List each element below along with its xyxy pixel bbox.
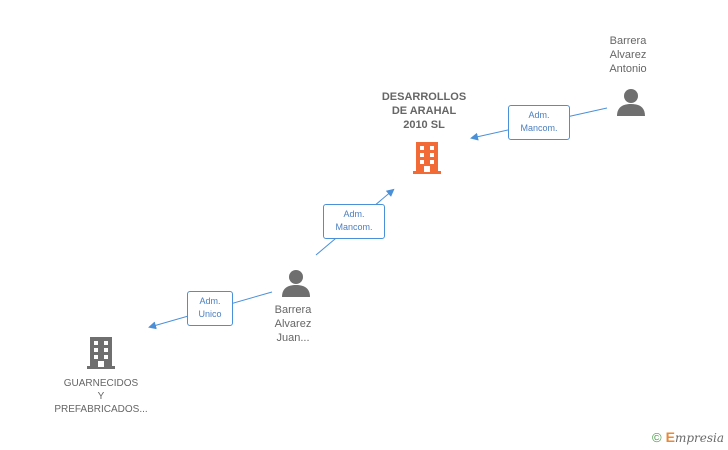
relation-type: Mancom. bbox=[520, 123, 558, 133]
person-antonio-label[interactable]: Barrera Alvarez Antonio bbox=[588, 34, 668, 76]
relation-role: Adm. bbox=[343, 209, 365, 219]
person-juan-line-1: Barrera bbox=[274, 304, 312, 316]
main-company-line-1: DESARROLLOS bbox=[381, 91, 467, 103]
person-antonio-line-3: Antonio bbox=[609, 63, 647, 75]
person-juan-label[interactable]: Barrera Alvarez Juan... bbox=[253, 303, 333, 345]
building-icon[interactable] bbox=[411, 140, 443, 176]
main-company-label[interactable]: DESARROLLOS DE ARAHAL 2010 SL bbox=[364, 90, 484, 132]
person-antonio-line-1: Barrera bbox=[609, 35, 647, 47]
relation-role: Adm. bbox=[199, 296, 221, 306]
relation-badge-juan-main[interactable]: Adm. Mancom. bbox=[323, 204, 385, 239]
person-juan-line-2: Alvarez bbox=[274, 318, 312, 330]
copyright-symbol: © bbox=[652, 430, 662, 445]
relation-role: Adm. bbox=[528, 110, 550, 120]
relation-type: Mancom. bbox=[335, 222, 373, 232]
main-company-line-3: 2010 SL bbox=[403, 119, 445, 131]
relation-type: Unico bbox=[198, 309, 222, 319]
company-guarnecidos-line-3: PREFABRICADOS... bbox=[54, 404, 148, 415]
person-icon[interactable] bbox=[281, 268, 311, 298]
person-antonio-line-2: Alvarez bbox=[609, 49, 647, 61]
relation-badge-antonio[interactable]: Adm. Mancom. bbox=[508, 105, 570, 140]
brand-footer: ©Empresia bbox=[652, 429, 724, 445]
company-guarnecidos-label[interactable]: GUARNECIDOS Y PREFABRICADOS... bbox=[36, 377, 166, 416]
company-guarnecidos-line-1: GUARNECIDOS bbox=[63, 378, 139, 389]
relation-badge-juan-guarnecidos[interactable]: Adm. Unico bbox=[187, 291, 233, 326]
brand-logo-initial: E bbox=[665, 429, 675, 445]
main-company-line-2: DE ARAHAL bbox=[391, 105, 457, 117]
company-guarnecidos-line-2: Y bbox=[97, 391, 105, 402]
brand-logo-text: mpresia bbox=[674, 431, 724, 445]
person-juan-line-3: Juan... bbox=[276, 332, 310, 344]
building-icon[interactable] bbox=[85, 335, 117, 371]
person-icon[interactable] bbox=[616, 87, 646, 117]
